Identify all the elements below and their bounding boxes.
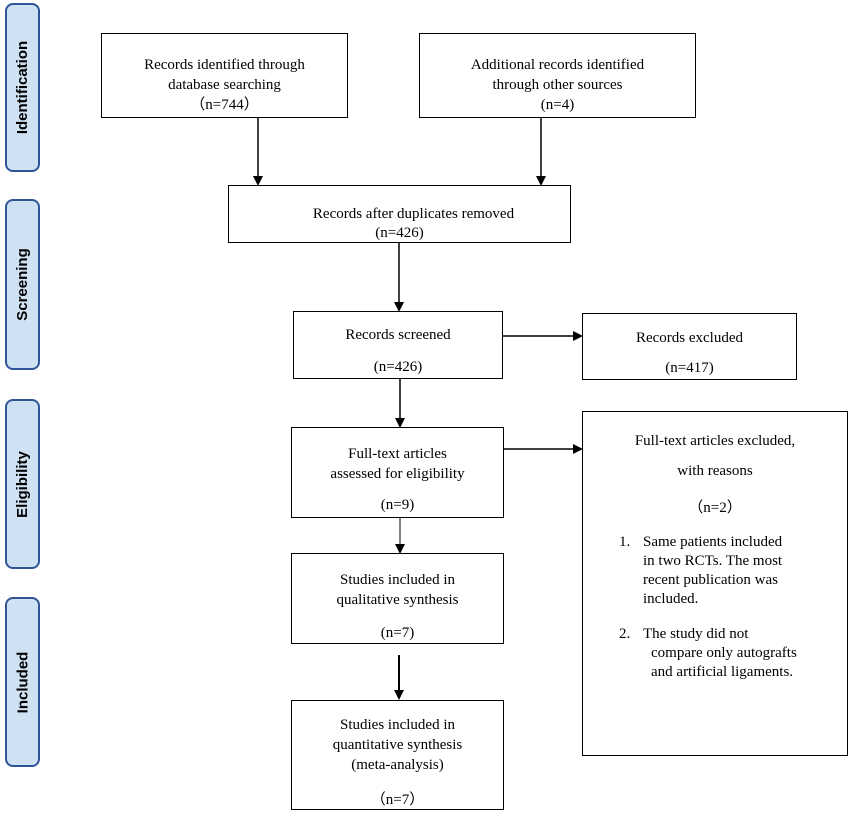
- box-quantitative-synthesis: Studies included in quantitative synthes…: [291, 700, 504, 810]
- stage-tab-included: Included: [5, 597, 40, 767]
- stage-tab-screening: Screening: [5, 199, 40, 370]
- box-quantitative-count: （n=7）: [370, 792, 425, 808]
- box-qualitative-count: (n=7): [380, 625, 415, 641]
- stage-label-included: Included: [14, 651, 32, 713]
- reason-1-line-3: recent publication was: [643, 572, 778, 588]
- box-database-line2: database searching: [168, 77, 281, 93]
- box-fulltext-excluded-line1: Full-text articles excluded,: [634, 433, 796, 449]
- reason-1-line-2: in two RCTs. The most: [643, 553, 783, 569]
- reason-1-line-4: included.: [643, 591, 699, 607]
- box-fulltext-excluded-line2: with reasons: [677, 463, 753, 479]
- box-fulltext-assessed: Full-text articles assessed for eligibil…: [291, 427, 504, 518]
- reason-1-number: 1.: [619, 534, 631, 550]
- reason-2-number: 2.: [619, 626, 631, 642]
- stage-tab-identification: Identification: [5, 3, 40, 172]
- reason-2-line-1: The study did not: [643, 626, 749, 642]
- box-fulltext-excluded: Full-text articles excluded, with reason…: [582, 411, 848, 756]
- box-database-searching: Records identified through database sear…: [101, 33, 348, 118]
- box-qualitative-line1: Studies included in: [340, 572, 455, 588]
- box-quantitative-line1: Studies included in: [340, 717, 455, 733]
- stage-label-eligibility: Eligibility: [14, 450, 31, 518]
- box-database-line1: Records identified through: [144, 57, 305, 73]
- box-other-line1: Additional records identified: [470, 57, 645, 73]
- stage-label-identification: Identification: [14, 40, 31, 135]
- stage-tab-eligibility: Eligibility: [5, 399, 40, 569]
- box-other-sources: Additional records identified through ot…: [419, 33, 696, 118]
- box-records-excluded: Records excluded (n=417): [582, 313, 797, 380]
- reason-2-line-3: and artificial ligaments.: [651, 664, 794, 680]
- box-excluded-count: (n=417): [665, 360, 714, 376]
- box-fulltext-assessed-line1: Full-text articles: [348, 446, 447, 462]
- box-other-count: (n=4): [540, 97, 575, 113]
- box-screened-line1: Records screened: [345, 327, 451, 343]
- box-quantitative-line2: quantitative synthesis: [332, 737, 463, 753]
- box-excluded-line1: Records excluded: [635, 330, 744, 346]
- box-duplicates-line1: Records after duplicates removed: [312, 206, 515, 222]
- box-duplicates-count: (n=426): [375, 225, 424, 241]
- box-screened-count: (n=426): [373, 359, 423, 375]
- box-fulltext-assessed-count: (n=9): [380, 497, 415, 513]
- reason-2-line-2: compare only autografts: [651, 645, 797, 661]
- box-fulltext-excluded-count: （n=2）: [688, 500, 742, 516]
- box-duplicates-removed: Records after duplicates removed (n=426): [228, 185, 571, 243]
- reason-1-line-1: Same patients included: [643, 534, 783, 550]
- box-qualitative-synthesis: Studies included in qualitative synthesi…: [291, 553, 504, 644]
- box-database-count: （n=744）: [190, 97, 259, 113]
- box-quantitative-line3: (meta-analysis): [351, 757, 444, 773]
- box-qualitative-line2: qualitative synthesis: [336, 592, 459, 608]
- box-fulltext-assessed-line2: assessed for eligibility: [330, 466, 465, 482]
- box-records-screened: Records screened (n=426): [293, 311, 503, 379]
- stage-label-screening: Screening: [14, 248, 31, 321]
- box-other-line2: through other sources: [492, 77, 623, 93]
